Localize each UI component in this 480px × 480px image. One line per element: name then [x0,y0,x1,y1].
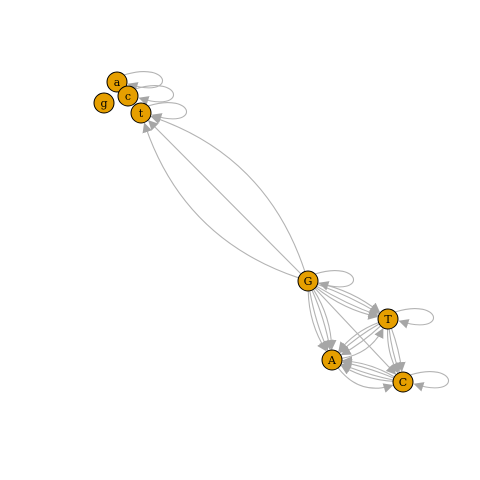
node-g_lower-circle [93,92,115,114]
node-G: G [297,270,319,292]
node-A-circle [321,349,343,371]
node-t_lower-circle [130,102,152,124]
edge-G-to-A-8 [307,290,327,352]
node-g_lower-label: g [100,97,107,110]
node-A: A [321,349,343,371]
edge-C-to-A-19 [341,356,395,378]
edge-T-to-A-14 [338,321,379,353]
self-loop-c_lower [134,85,174,106]
self-loop-G [314,270,354,291]
node-C-circle [392,371,414,393]
edge-A-to-T-23 [341,327,384,359]
edge-G-to-T-5 [317,283,380,314]
edge-A-to-C-22 [337,367,394,393]
node-G-label: G [304,275,313,288]
node-a: a [106,71,128,93]
self-loop-C [409,371,449,392]
node-C-label: C [399,376,407,389]
edge-G-to-t_lower-1 [150,114,306,272]
node-c_lower: c [117,85,139,107]
edge-G-to-t_lower-0 [148,120,302,275]
edge-G-to-T-3 [316,285,379,317]
node-g_lower: g [93,92,115,114]
edge-G-to-T-4 [315,286,379,320]
nodes-layer: ac g tG T A C [93,71,414,393]
self-loop-T [394,308,434,329]
node-c_lower-circle [117,85,139,107]
self-loop-t_lower [147,102,187,123]
edge-T-to-C-16 [390,328,406,373]
edge-G-to-t_lower-2 [142,122,299,279]
node-C: C [392,371,414,393]
edge-G-to-A-10 [312,289,337,350]
edge-G-to-C-11 [314,287,397,375]
edge-T-to-A-12 [339,323,380,354]
edges-layer [123,71,449,393]
node-T-circle [377,308,399,330]
node-a-circle [106,71,128,93]
node-c_lower-label: c [125,90,131,103]
node-G-circle [297,270,319,292]
edge-T-to-C-17 [387,328,399,374]
node-T: T [377,308,399,330]
node-T-label: T [384,313,392,326]
edge-C-to-A-21 [340,365,394,382]
node-t_lower-label: t [139,107,144,120]
node-t_lower: t [130,102,152,124]
node-a-label: a [114,76,121,89]
node-A-label: A [327,354,337,367]
